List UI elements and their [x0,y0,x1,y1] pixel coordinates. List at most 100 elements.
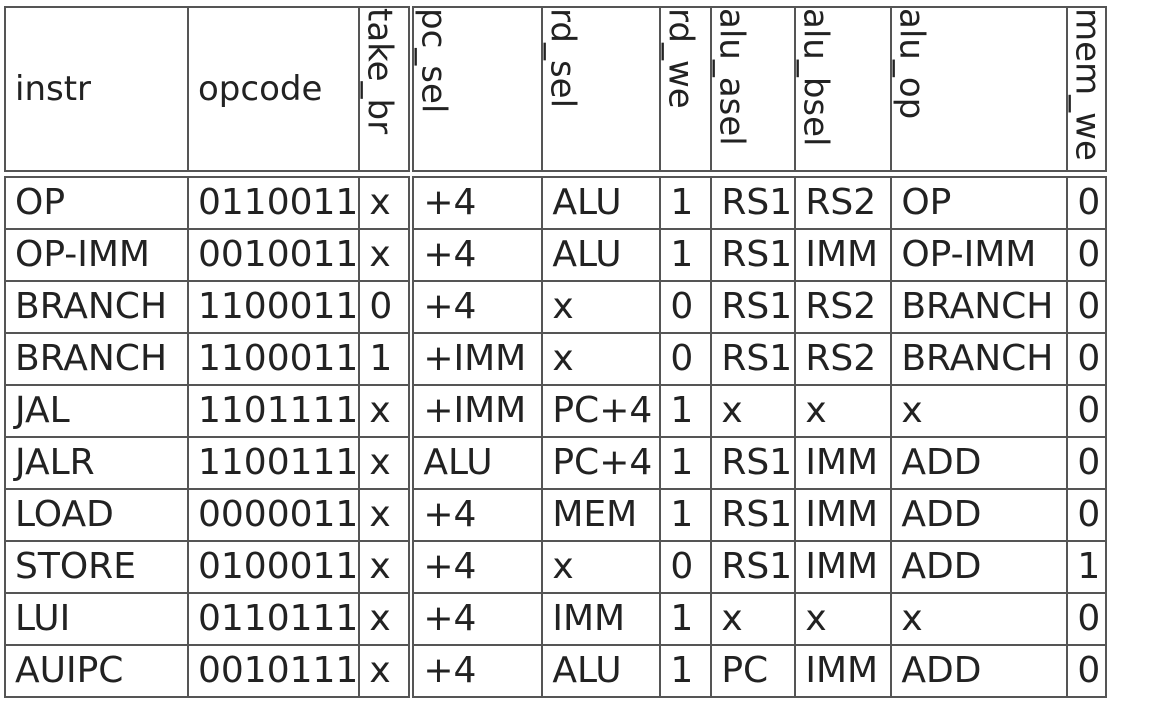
cell-alu-asel: RS1 [710,279,797,334]
cell-rd-we: 0 [659,331,713,386]
cell-instr: BRANCH [4,331,189,386]
cell-rd-sel: PC+4 [541,435,662,490]
cell-rd-sel: MEM [541,487,662,542]
cell-opcode: 1100011 [186,279,361,334]
cell-alu-asel: x [710,383,797,438]
cell-take-br: x [358,487,413,542]
cell-rd-sel: x [541,331,662,386]
cell-take-br: x [358,383,413,438]
cell-mem-we: 0 [1066,591,1108,646]
cell-instr: LOAD [4,487,189,542]
cell-pc-sel: +4 [408,591,544,646]
cell-instr: LUI [4,591,189,646]
cell-alu-bsel: IMM [794,227,893,282]
cell-pc-sel: +IMM [408,383,544,438]
cell-rd-we: 0 [659,539,713,594]
cell-instr: STORE [4,539,189,594]
separator-cell [5,169,1107,178]
cell-take-br: 0 [358,279,413,334]
header-rd-sel-label: rd_sel [542,8,583,109]
cell-rd-we: 1 [659,175,713,230]
cell-instr: OP [4,175,189,230]
cell-alu-op: ADD [890,487,1069,542]
header-alu-bsel-label: alu_bsel [795,8,836,147]
header-alu-op: alu_op [890,6,1069,172]
cell-mem-we: 1 [1066,539,1108,594]
cell-pc-sel: +4 [408,175,544,230]
cell-alu-asel: RS1 [710,331,797,386]
cell-rd-we: 1 [659,591,713,646]
cell-rd-we: 0 [659,279,713,334]
cell-alu-bsel: x [794,383,893,438]
cell-alu-bsel: RS2 [794,279,893,334]
header-opcode: opcode [186,6,361,172]
cell-alu-bsel: IMM [794,539,893,594]
cell-rd-we: 1 [659,435,713,490]
cell-alu-asel: RS1 [710,435,797,490]
header-pc-sel-label: pc_sel [413,8,454,114]
header-rd-we: rd_we [659,6,713,172]
cell-opcode: 1100011 [186,331,361,386]
header-pc-sel: pc_sel [408,6,544,172]
cell-opcode: 0100011 [186,539,361,594]
cell-alu-bsel: x [794,591,893,646]
cell-mem-we: 0 [1066,643,1108,698]
cell-mem-we: 0 [1066,383,1108,438]
cell-rd-sel: ALU [541,175,662,230]
cell-rd-sel: IMM [541,591,662,646]
header-mem-we-label: mem_we [1067,8,1108,161]
cell-mem-we: 0 [1066,331,1108,386]
cell-alu-asel: RS1 [710,175,797,230]
header-take-br-label: take_br [359,8,400,135]
cell-alu-op: OP [890,175,1069,230]
cell-alu-bsel: RS2 [794,331,893,386]
cell-alu-bsel: IMM [794,643,893,698]
cell-alu-asel: RS1 [710,539,797,594]
cell-alu-asel: PC [710,643,797,698]
cell-alu-bsel: IMM [794,435,893,490]
cell-opcode: 0110111 [186,591,361,646]
cell-pc-sel: +4 [408,539,544,594]
cell-alu-op: x [890,383,1069,438]
cell-take-br: x [358,175,413,230]
cell-pc-sel: +IMM [408,331,544,386]
header-row: instr opcode take_br pc_sel rd_sel rd_we… [4,6,1108,172]
cell-take-br: x [358,539,413,594]
cell-pc-sel: +4 [408,643,544,698]
cell-alu-op: x [890,591,1069,646]
cell-alu-op: ADD [890,539,1069,594]
cell-pc-sel: +4 [408,227,544,282]
cell-take-br: x [358,435,413,490]
cell-alu-op: ADD [890,435,1069,490]
cell-opcode: 1101111 [186,383,361,438]
cell-pc-sel: +4 [408,487,544,542]
cell-take-br: 1 [358,331,413,386]
cell-instr: OP-IMM [4,227,189,282]
header-alu-asel: alu_asel [710,6,797,172]
cell-opcode: 0110011 [186,175,361,230]
header-mem-we: mem_we [1066,6,1108,172]
cell-opcode: 0010011 [186,227,361,282]
cell-mem-we: 0 [1066,227,1108,282]
cell-instr: JAL [4,383,189,438]
cell-instr: AUIPC [4,643,189,698]
cell-take-br: x [358,227,413,282]
cell-alu-bsel: RS2 [794,175,893,230]
header-instr: instr [4,6,189,172]
cell-mem-we: 0 [1066,279,1108,334]
cell-alu-asel: RS1 [710,487,797,542]
cell-rd-we: 1 [659,643,713,698]
cell-rd-we: 1 [659,227,713,282]
header-alu-bsel: alu_bsel [794,6,893,172]
header-alu-op-label: alu_op [891,8,932,120]
cell-opcode: 0010111 [186,643,361,698]
cell-alu-op: BRANCH [890,279,1069,334]
cell-alu-asel: x [710,591,797,646]
